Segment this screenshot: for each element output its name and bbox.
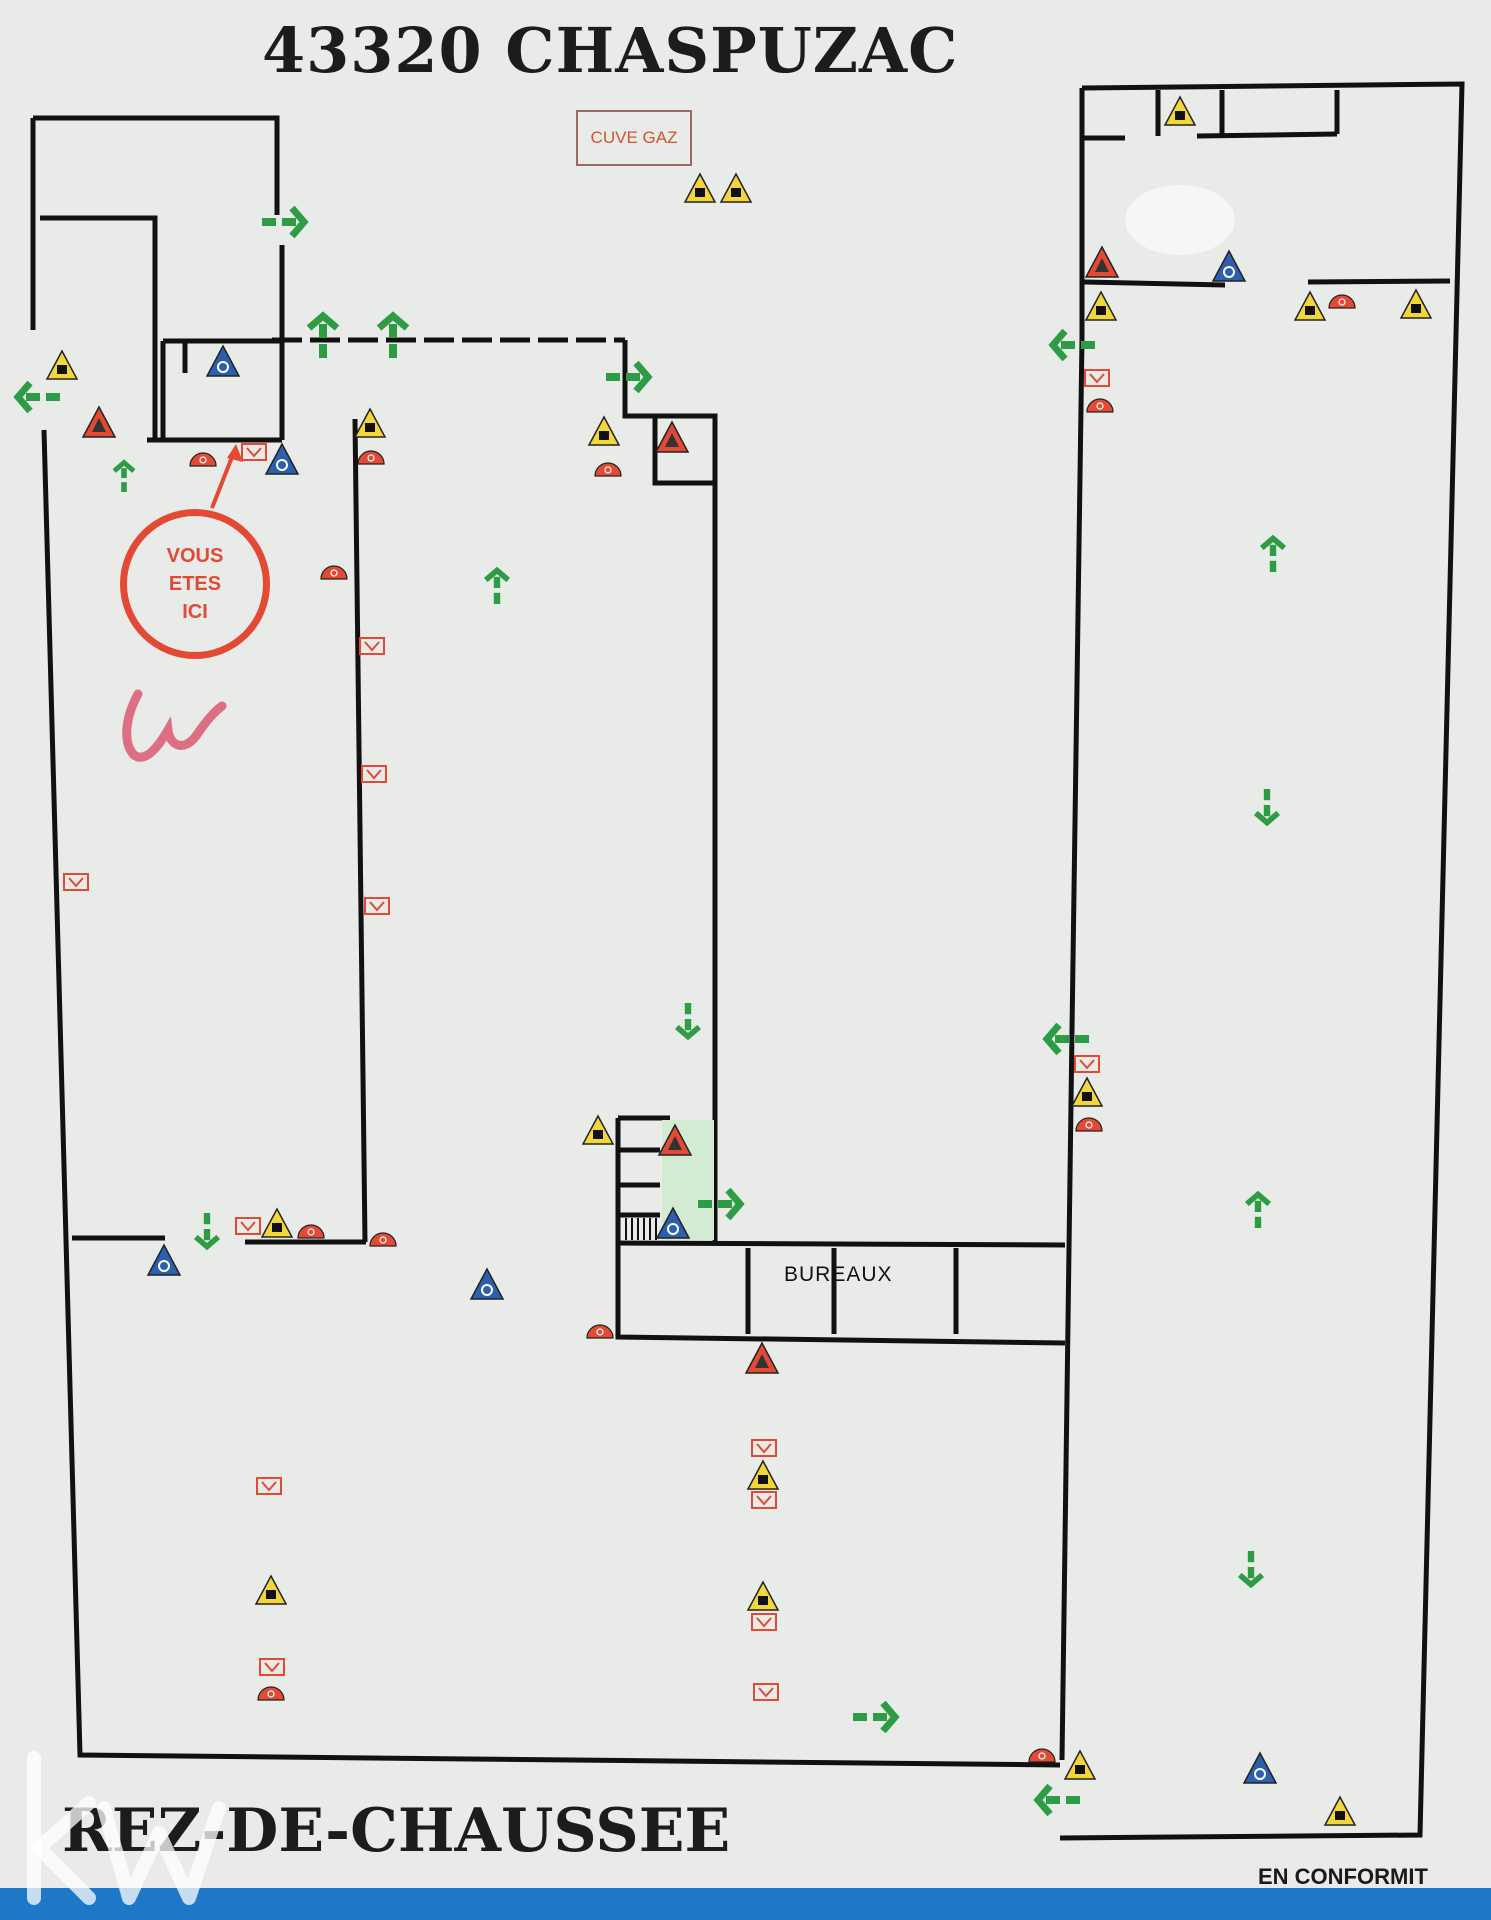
- fire-extinguisher-icon: [1028, 1748, 1056, 1763]
- emergency-light-icon: [235, 1217, 261, 1235]
- hazard-icon: [747, 1581, 779, 1611]
- hazard-icon: [46, 350, 78, 380]
- emergency-light-icon: [259, 1658, 285, 1676]
- hazard-icon: [588, 416, 620, 446]
- emergency-light-icon: [751, 1491, 777, 1509]
- hazard-icon: [1294, 291, 1326, 321]
- exit-arrow-icon: [262, 208, 304, 236]
- hazard-icon: [1164, 96, 1196, 126]
- exit-arrow-icon: [114, 463, 134, 492]
- emergency-light-icon: [1074, 1055, 1100, 1073]
- exit-arrow-icon: [1256, 789, 1278, 823]
- fire-extinguisher-icon: [189, 452, 217, 467]
- exit-arrow-icon: [1053, 331, 1095, 359]
- wall-left-long: [41, 429, 1061, 1768]
- fire-alarm-icon: [745, 1342, 779, 1374]
- exit-arrow-icon: [1247, 1194, 1269, 1228]
- exit-arrow-icon: [1047, 1025, 1089, 1053]
- stairs: [625, 1218, 657, 1240]
- hazard-icon: [684, 173, 716, 203]
- hazard-icon: [1324, 1796, 1356, 1826]
- emergency-light-icon: [359, 637, 385, 655]
- first-aid-icon: [206, 345, 240, 377]
- you-are-here-line-3: ICI: [182, 601, 208, 623]
- fire-extinguisher-icon: [1075, 1117, 1103, 1132]
- you-are-here-pointer: [210, 444, 243, 509]
- exit-arrow-icon: [677, 1003, 699, 1037]
- exit-arrow-icon: [379, 316, 407, 358]
- walls: [30, 81, 1465, 1841]
- fire-extinguisher-icon: [369, 1232, 397, 1247]
- first-aid-icon: [147, 1244, 181, 1276]
- exit-arrow-icon: [196, 1213, 218, 1247]
- red-markers: [82, 246, 1119, 1374]
- signature: [122, 689, 227, 762]
- first-aid-icon: [1243, 1752, 1277, 1784]
- wall-left-inner: [40, 215, 158, 440]
- fire-extinguisher-icon: [297, 1224, 325, 1239]
- fire-extinguisher-icon: [1328, 294, 1356, 309]
- glare: [1125, 185, 1235, 255]
- emergency-light-icon: [751, 1613, 777, 1631]
- fire-extinguisher-icon: [320, 565, 348, 580]
- exit-arrow-icon: [1038, 1786, 1080, 1814]
- hazard-icon: [582, 1115, 614, 1145]
- hazard-icon: [1064, 1750, 1096, 1780]
- yellow-markers: [46, 96, 1432, 1826]
- first-aid-icon: [470, 1268, 504, 1300]
- fire-extinguisher-icon: [1086, 398, 1114, 413]
- hazard-icon: [261, 1208, 293, 1238]
- exit-arrow-icon: [1262, 538, 1284, 572]
- first-aid-icon: [1212, 250, 1246, 282]
- emergency-light-icon: [753, 1683, 779, 1701]
- gas-tank-label-text: CUVE GAZ: [590, 128, 678, 147]
- emergency-light-icon: [1084, 369, 1110, 387]
- exit-arrows: [18, 208, 1284, 1814]
- emergency-light-icon: [63, 873, 89, 891]
- you-are-here-badge: VOUS ETES ICI: [120, 509, 270, 659]
- emergency-light-icon: [364, 897, 390, 915]
- gas-tank-label: CUVE GAZ: [576, 110, 692, 166]
- hazard-icon: [747, 1460, 779, 1490]
- exit-arrow-icon: [1240, 1551, 1262, 1585]
- fire-alarm-icon: [82, 406, 116, 438]
- wall-left-outer: [33, 115, 280, 215]
- you-are-here-line-1: VOUS: [166, 545, 224, 567]
- exit-arrow-icon: [853, 1703, 895, 1731]
- hazard-icon: [1400, 289, 1432, 319]
- fire-extinguisher-icon: [257, 1686, 285, 1701]
- fire-extinguisher-icon: [586, 1324, 614, 1339]
- bottom-bar: [0, 1888, 1491, 1920]
- kw-logo: [27, 1751, 226, 1905]
- emergency-light-icon: [241, 443, 267, 461]
- hazard-icon: [720, 173, 752, 203]
- fire-alarm-icon: [655, 421, 689, 453]
- fire-extinguisher-icon: [594, 462, 622, 477]
- exit-arrow-icon: [309, 316, 337, 358]
- emergency-light-icon: [751, 1439, 777, 1457]
- hazard-icon: [255, 1575, 287, 1605]
- compliance-text: EN CONFORMIT: [1258, 1864, 1428, 1889]
- emergency-light-icon: [361, 765, 387, 783]
- page-title: 43320 CHASPUZAC: [262, 14, 959, 87]
- fire-alarm-icon: [1085, 246, 1119, 278]
- offices-label: BUREAUX: [784, 1263, 893, 1286]
- exit-arrow-icon: [18, 383, 60, 411]
- hazard-icon: [1085, 291, 1117, 321]
- you-are-here-line-2: ETES: [168, 573, 222, 595]
- hazard-icon: [354, 408, 386, 438]
- fire-extinguisher-icon: [357, 450, 385, 465]
- hazard-icon: [1071, 1077, 1103, 1107]
- emergency-light-icon: [256, 1477, 282, 1495]
- exit-arrow-icon: [486, 570, 508, 604]
- first-aid-icon: [265, 443, 299, 475]
